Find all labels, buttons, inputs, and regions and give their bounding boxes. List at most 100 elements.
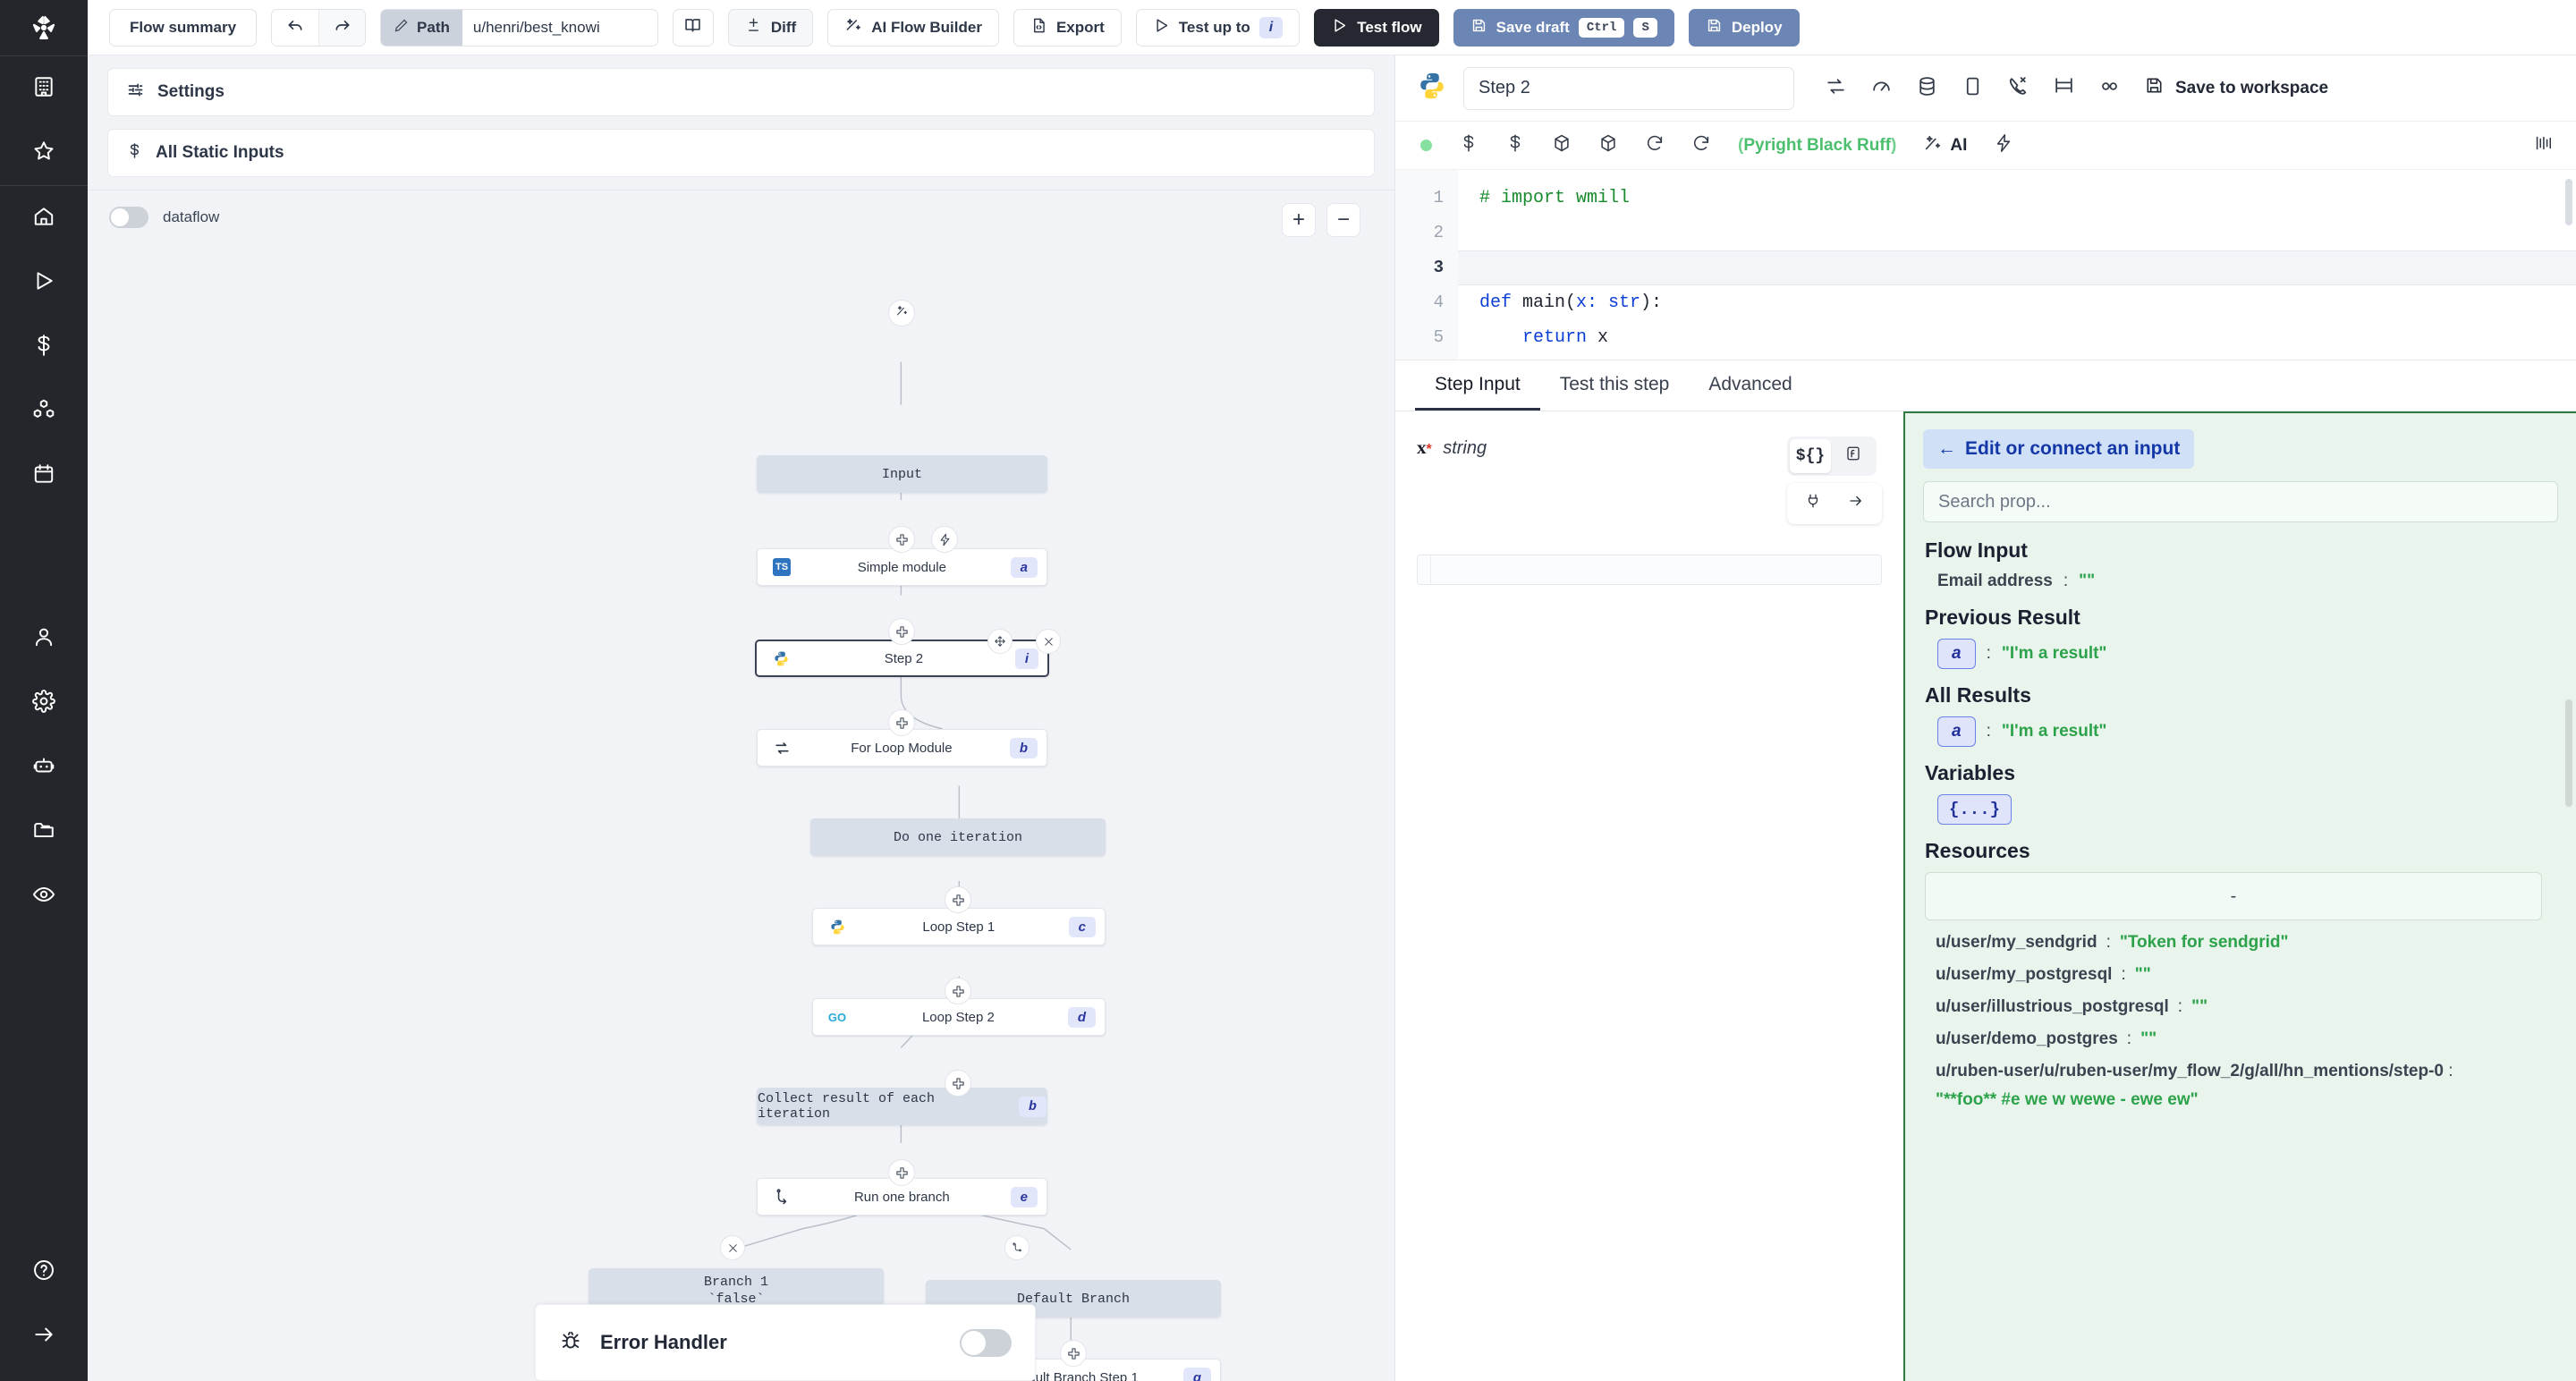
gauge-icon[interactable] (1870, 75, 1893, 102)
undo-button[interactable] (272, 9, 319, 46)
test-flow-button[interactable]: Test flow (1314, 8, 1439, 47)
redo-button[interactable] (318, 9, 366, 46)
sidebar-item-favorites[interactable] (0, 121, 88, 185)
sidebar-item-expand[interactable] (0, 1304, 88, 1368)
test-up-to-button[interactable]: Test up to i (1135, 8, 1301, 47)
add-step-button-2[interactable] (888, 618, 915, 645)
error-handler-bar[interactable]: Error Handler (535, 1304, 1036, 1381)
move-node-handle[interactable] (987, 629, 1013, 654)
delete-node-button[interactable] (1036, 629, 1061, 654)
tab-advanced[interactable]: Advanced (1708, 373, 1792, 394)
resource-row[interactable]: u/ruben-user/u/ruben-user/my_flow_2/g/al… (1936, 1062, 2558, 1110)
sidebar-item-audit-logs[interactable] (0, 864, 88, 928)
code-lines[interactable]: # import wmill def main(x: str): return … (1458, 170, 2576, 360)
tab-test-this-step[interactable]: Test this step (1559, 373, 1670, 394)
flow-canvas[interactable]: dataflow + − (88, 190, 1394, 1381)
docs-button[interactable] (672, 8, 714, 47)
square-icon[interactable] (1962, 75, 1984, 102)
sidebar-item-variables[interactable] (0, 315, 88, 379)
refresh-icon[interactable] (1645, 133, 1665, 157)
previous-result-row[interactable]: a : "I'm a result" (1937, 639, 2558, 669)
flow-node-run-one-branch[interactable]: Run one branch e (757, 1178, 1047, 1216)
argument-value-input[interactable] (1417, 555, 1882, 585)
flow-node-do-one-iteration[interactable]: Do one iteration (810, 818, 1106, 856)
sidebar-item-schedules[interactable] (0, 444, 88, 508)
phone-call-icon[interactable] (2007, 75, 2029, 102)
ai-assist-button[interactable]: AI (1923, 133, 1967, 158)
connect-arrow-button[interactable] (1835, 487, 1877, 521)
save-draft-button[interactable]: Save draft Ctrl S (1453, 8, 1674, 47)
dollar-icon[interactable] (1505, 133, 1525, 157)
add-step-button-6[interactable] (945, 1070, 971, 1097)
ai-node-button[interactable] (888, 300, 915, 326)
add-step-button-4[interactable] (945, 886, 971, 913)
edit-or-connect-button[interactable]: ← Edit or connect an input (1923, 429, 2195, 469)
fx-mode-button[interactable] (1833, 439, 1874, 473)
diff-button[interactable]: Diff (727, 8, 814, 47)
flow-summary-button[interactable]: Flow summary (109, 8, 258, 47)
all-static-inputs-row[interactable]: All Static Inputs (107, 129, 1375, 177)
add-step-button-5[interactable] (945, 978, 971, 1004)
sidebar-item-settings[interactable] (0, 671, 88, 735)
add-branch-button[interactable] (1004, 1235, 1030, 1260)
add-step-button-7[interactable] (888, 1159, 915, 1186)
zoom-out-button[interactable]: − (1326, 203, 1360, 237)
database-icon[interactable] (1916, 75, 1938, 102)
zoom-in-button[interactable]: + (1282, 203, 1316, 237)
resource-row[interactable]: u/user/demo_postgres : "" (1936, 1029, 2558, 1049)
bars-icon[interactable] (2533, 133, 2553, 157)
layout-icon[interactable] (2053, 75, 2075, 102)
deploy-button[interactable]: Deploy (1688, 8, 1800, 47)
code-scrollbar[interactable] (2565, 179, 2572, 225)
package-icon[interactable] (1598, 133, 1618, 157)
flow-node-input[interactable]: Input (757, 455, 1047, 493)
lightning-icon[interactable] (1994, 133, 2013, 157)
dataflow-toggle[interactable] (109, 207, 148, 228)
dollar-icon[interactable] (1459, 133, 1479, 157)
save-to-workspace-button[interactable]: Save to workspace (2144, 75, 2328, 101)
refresh-icon[interactable] (1691, 133, 1711, 157)
template-mode-button[interactable]: ${} (1790, 439, 1831, 473)
all-results-row[interactable]: a : "I'm a result" (1937, 716, 2558, 747)
resource-row[interactable]: u/user/my_postgresql : "" (1936, 965, 2558, 985)
path-label-chip[interactable]: Path (381, 9, 462, 46)
flow-node-simple-module[interactable]: TS Simple module a (757, 548, 1047, 586)
sidebar-item-account[interactable] (0, 606, 88, 671)
flow-node-loop-step-1[interactable]: Loop Step 1 c (812, 908, 1106, 945)
sidebar-item-home[interactable] (0, 186, 88, 250)
flow-node-collect-result[interactable]: Collect result of each iteration b (757, 1088, 1047, 1125)
sidebar-item-resources[interactable] (0, 379, 88, 444)
error-handler-toggle[interactable] (960, 1328, 1012, 1357)
settings-row[interactable]: Settings (107, 68, 1375, 116)
delete-branch-button[interactable] (720, 1235, 745, 1260)
ai-flow-builder-button[interactable]: AI Flow Builder (827, 8, 999, 47)
flow-input-row[interactable]: Email address : "" (1937, 572, 2558, 591)
add-trigger-button[interactable] (931, 526, 958, 553)
add-step-button-3[interactable] (888, 709, 915, 736)
step-name-input[interactable] (1463, 66, 1794, 110)
connect-panel-scrollbar[interactable] (2565, 699, 2572, 807)
windmill-logo-icon[interactable] (0, 0, 88, 55)
resource-row[interactable]: u/user/illustrious_postgresql : "" (1936, 997, 2558, 1017)
sidebar-item-runs[interactable] (0, 250, 88, 315)
loop-icon[interactable] (1825, 75, 1847, 102)
add-step-button-9[interactable] (1060, 1340, 1087, 1367)
sidebar-item-folders[interactable] (0, 800, 88, 864)
code-editor[interactable]: 1 2 3 4 5 # import wmill def main(x: str… (1395, 170, 2576, 360)
path-input[interactable] (462, 9, 657, 46)
add-step-button-1[interactable] (888, 526, 915, 553)
sidebar-item-workspace[interactable] (0, 56, 88, 121)
sidebar-item-workers[interactable] (0, 735, 88, 800)
flow-node-loop-step-2[interactable]: GO Loop Step 2 d (812, 998, 1106, 1036)
resources-empty-box[interactable]: - (1925, 872, 2542, 920)
resource-row[interactable]: u/user/my_sendgrid : "Token for sendgrid… (1936, 933, 2558, 953)
variables-row[interactable]: {...} (1937, 794, 2558, 825)
plug-connect-button[interactable] (1792, 487, 1834, 521)
sidebar-item-help[interactable] (0, 1240, 88, 1304)
tab-step-input[interactable]: Step Input (1415, 360, 1540, 411)
test-flow-label: Test flow (1357, 18, 1422, 36)
export-button[interactable]: Export (1013, 8, 1122, 47)
search-prop-input[interactable] (1923, 481, 2558, 522)
package-icon[interactable] (1552, 133, 1572, 157)
link-icon[interactable] (2098, 75, 2121, 102)
